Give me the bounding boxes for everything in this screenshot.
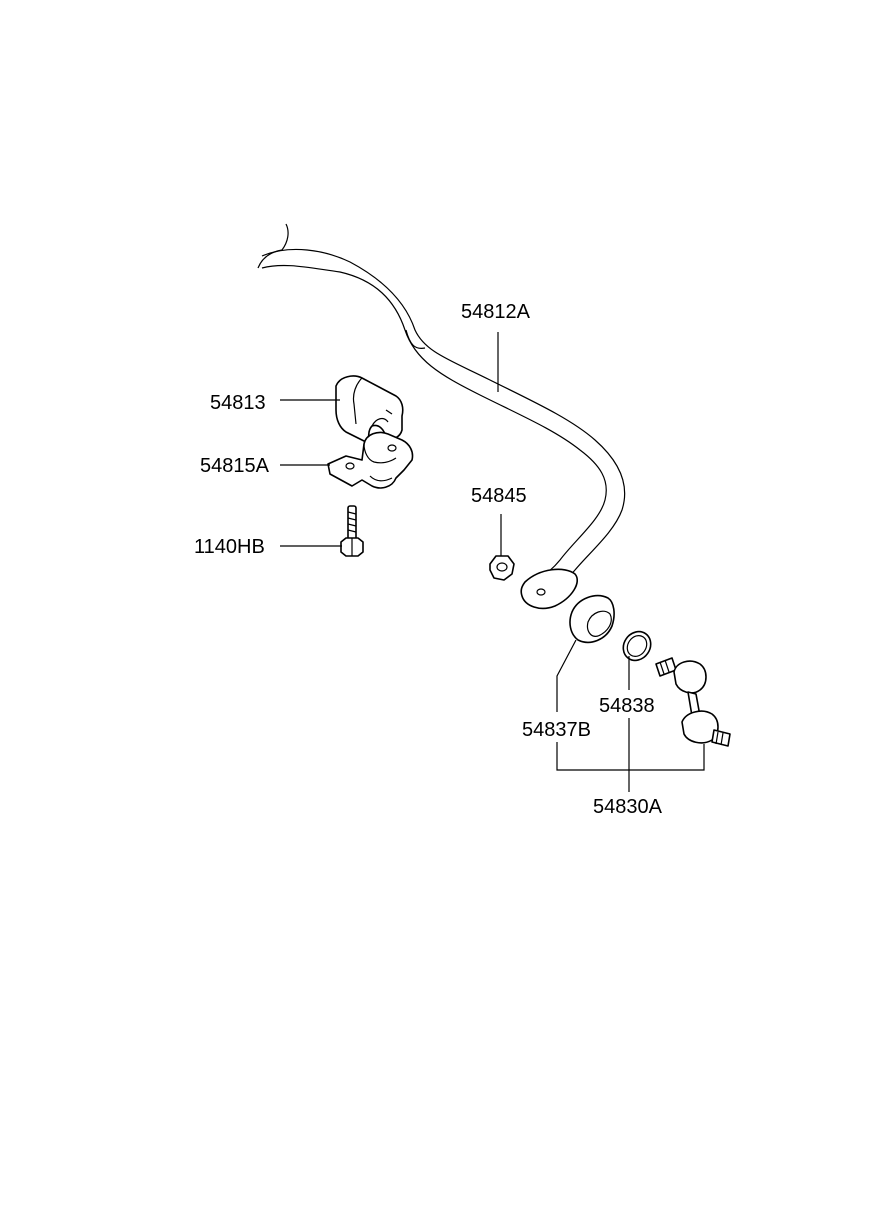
leader-lines (280, 332, 705, 792)
label-bolt: 1140HB (194, 536, 265, 558)
bracket[interactable] (327, 431, 414, 489)
label-link-assembly: 54830A (593, 796, 663, 818)
stabilizer-link[interactable] (655, 657, 731, 747)
label-nut: 54845 (471, 485, 527, 507)
label-dust-cover: 54837B (522, 719, 591, 741)
label-stabilizer-bar: 54812A (461, 301, 531, 323)
leader-54830A (556, 718, 705, 792)
bolt[interactable] (340, 505, 364, 557)
label-bracket: 54815A (200, 455, 270, 477)
bushing[interactable] (335, 375, 404, 445)
dust-cover[interactable] (569, 594, 615, 644)
stabilizer-bar[interactable] (257, 223, 626, 610)
ring[interactable] (618, 626, 657, 665)
label-bushing: 54813 (210, 392, 266, 414)
nut[interactable] (489, 555, 515, 581)
leader-54837B (556, 639, 577, 712)
label-ring: 54838 (599, 695, 655, 717)
